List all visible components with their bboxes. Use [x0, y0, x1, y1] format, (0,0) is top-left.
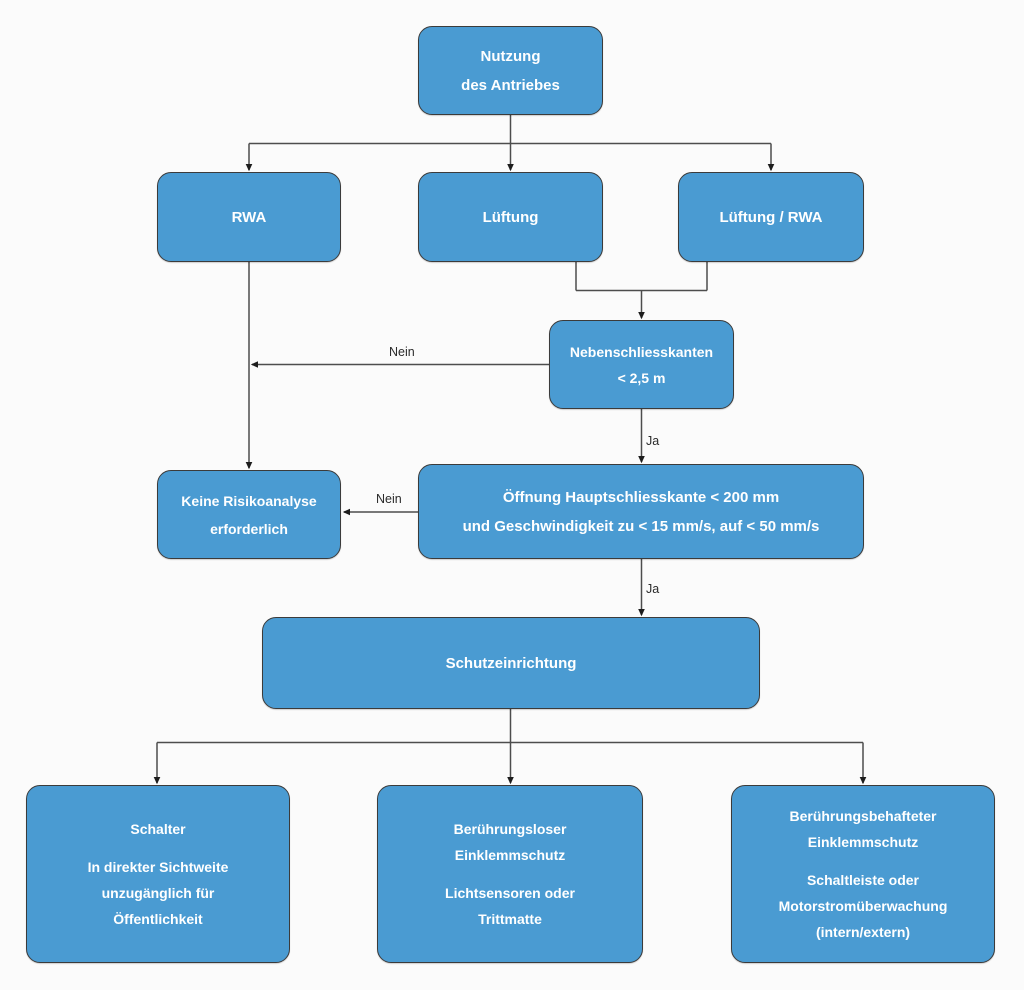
node-keine-risikoanalyse-line-1: Keine Risikoanalyse [181, 492, 317, 509]
node-beruehrungsbehafteter-line-2: Einklemmschutz [807, 834, 919, 850]
node-schalter[interactable]: Schalter In direkter Sichtweite unzugäng… [26, 785, 290, 963]
node-beruehrungsbehafteter-einklemmschutz[interactable]: Berührungsbehafteter Einklemmschutz Scha… [731, 785, 995, 963]
node-nebenschliesskanten-line-1: Nebenschliesskanten [569, 343, 714, 360]
node-rwa-label: RWA [231, 208, 267, 226]
node-nebenschliesskanten[interactable]: Nebenschliesskanten < 2,5 m [549, 320, 734, 409]
node-beruehrungsbehafteter-line-3: Schaltleiste oder [806, 872, 920, 888]
node-schalter-line-4: Öffentlichkeit [113, 911, 203, 927]
node-nutzung-line-1: Nutzung [480, 47, 541, 65]
node-lueftung[interactable]: Lüftung [418, 172, 603, 262]
node-lueftung-rwa-label: Lüftung / RWA [719, 208, 823, 226]
node-lueftung-rwa[interactable]: Lüftung / RWA [678, 172, 864, 262]
node-rwa[interactable]: RWA [157, 172, 341, 262]
node-beruehrungsloser-line-2: Einklemmschutz [454, 847, 566, 863]
node-beruehrungsloser-einklemmschutz[interactable]: Berührungsloser Einklemmschutz Lichtsens… [377, 785, 643, 963]
edge-label-ja-nebenschliesskanten: Ja [646, 434, 660, 448]
node-schalter-line-2: In direkter Sichtweite [87, 859, 229, 875]
node-oeffnung-hauptschliesskante[interactable]: Öffnung Hauptschliesskante < 200 mm und … [418, 464, 864, 559]
node-keine-risikoanalyse[interactable]: Keine Risikoanalyse erforderlich [157, 470, 341, 559]
node-nutzung-des-antriebes[interactable]: Nutzung des Antriebes [418, 26, 603, 115]
node-nutzung-line-2: des Antriebes [461, 76, 560, 94]
edge-label-nein-nebenschliesskanten: Nein [389, 345, 415, 359]
edge-label-nein-oeffnung: Nein [376, 492, 402, 506]
node-oeffnung-line-1: Öffnung Hauptschliesskante < 200 mm [502, 488, 780, 506]
edge-label-ja-oeffnung: Ja [646, 582, 660, 596]
node-schutzeinrichtung[interactable]: Schutzeinrichtung [262, 617, 760, 709]
node-beruehrungsbehafteter-line-1: Berührungsbehafteter [789, 808, 937, 824]
node-beruehrungsloser-line-3: Lichtsensoren oder [445, 885, 575, 901]
node-keine-risikoanalyse-line-2: erforderlich [210, 520, 288, 537]
node-schutzeinrichtung-label: Schutzeinrichtung [445, 654, 577, 672]
node-beruehrungsbehafteter-line-4: Motorstromüberwachung [778, 898, 948, 914]
node-beruehrungsloser-line-4: Trittmatte [478, 911, 542, 927]
node-beruehrungsloser-line-1: Berührungsloser [453, 821, 567, 837]
node-lueftung-label: Lüftung [482, 208, 539, 226]
node-nebenschliesskanten-line-2: < 2,5 m [617, 369, 666, 386]
node-schalter-line-3: unzugänglich für [101, 885, 215, 901]
node-oeffnung-line-2: und Geschwindigkeit zu < 15 mm/s, auf < … [462, 517, 820, 535]
node-schalter-line-1: Schalter [130, 821, 186, 837]
node-beruehrungsbehafteter-line-5: (intern/extern) [815, 924, 911, 940]
